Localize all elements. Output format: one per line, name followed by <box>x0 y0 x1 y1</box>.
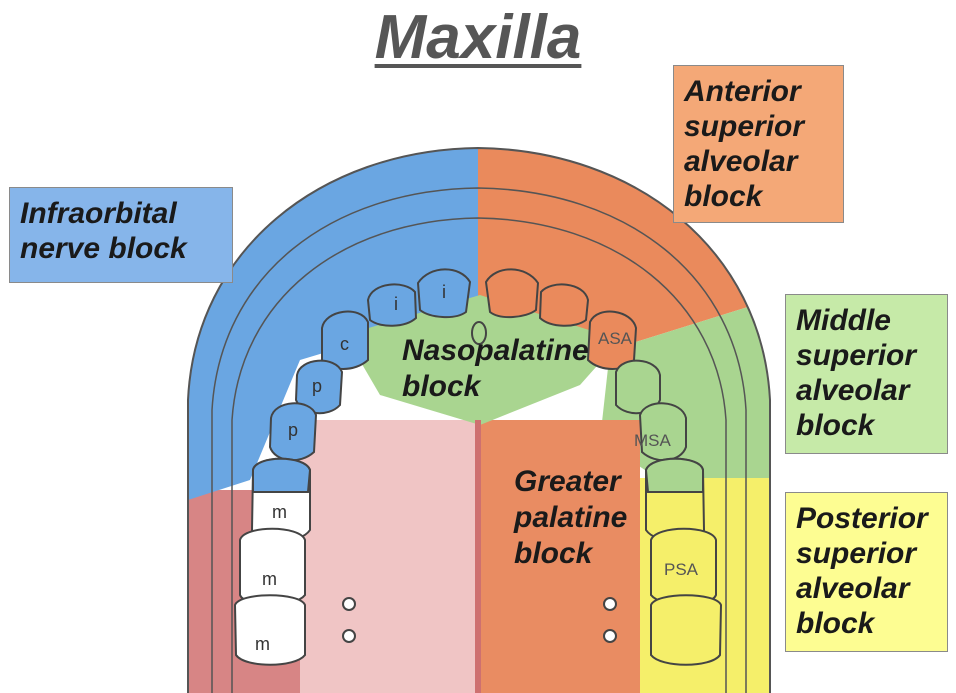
tooth-incisor-2-left <box>368 284 416 325</box>
tooth-label-canine: c <box>340 334 349 354</box>
anterior-superior-alveolar-block-box: Anterior superior alveolar block <box>673 65 844 223</box>
foramen-left-1 <box>343 598 355 610</box>
tooth-label-premolar-1: p <box>312 376 322 396</box>
tooth-molar-1-right-top <box>646 459 703 492</box>
infraorbital-nerve-block-box: Infraorbital nerve block <box>9 187 233 283</box>
tooth-label-molar-1: m <box>272 502 287 522</box>
middle-superior-alveolar-block-box: Middle superior alveolar block <box>785 294 948 454</box>
foramen-left-2 <box>343 630 355 642</box>
tooth-incisor-2-right <box>540 284 588 325</box>
nerve-label-asa: ASA <box>598 329 633 348</box>
tooth-molar-2-left <box>240 529 305 605</box>
greater-palatine-block-label: Greater palatine block <box>514 464 627 572</box>
tooth-incisor-1-right <box>486 269 538 317</box>
foramen-right-2 <box>604 630 616 642</box>
greater-palatine-left-region <box>300 420 480 693</box>
tooth-label-incisor-1: i <box>442 282 446 302</box>
tooth-label-molar-2: m <box>262 569 277 589</box>
tooth-molar-1-left-top <box>253 459 310 492</box>
nerve-label-msa: MSA <box>634 431 672 450</box>
nerve-label-psa: PSA <box>664 560 699 579</box>
foramen-right-1 <box>604 598 616 610</box>
posterior-superior-alveolar-block-box: Posterior superior alveolar block <box>785 492 948 652</box>
tooth-label-premolar-2: p <box>288 420 298 440</box>
tooth-label-molar-3: m <box>255 634 270 654</box>
tooth-label-incisor-2: i <box>394 294 398 314</box>
tooth-molar-3-right <box>651 595 721 665</box>
tooth-molar-3-left <box>235 595 305 665</box>
nasopalatine-block-label: Nasopalatine block <box>402 333 589 405</box>
